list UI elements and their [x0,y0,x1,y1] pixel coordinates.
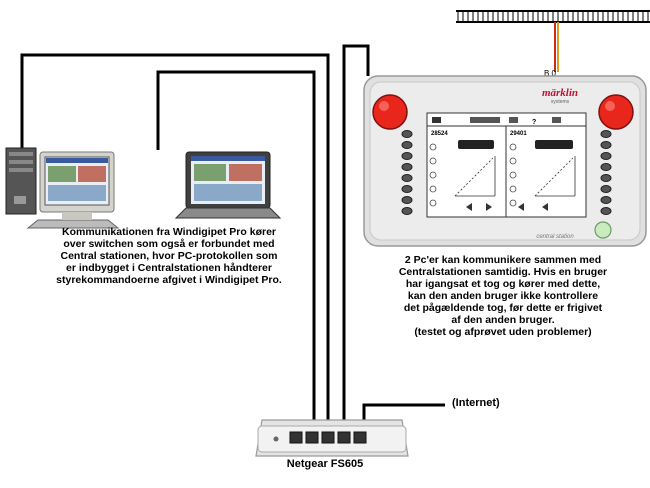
switch-label: Netgear FS605 [286,458,364,470]
right-caption-line: (testet og afprøvet uden problemer) [414,326,592,338]
left-caption-line: over switchen som også er forbundet med [63,238,275,250]
svg-text:?: ? [532,119,536,126]
track-terminal-labels: B 0 [544,69,557,78]
stop-button-right[interactable] [598,94,634,130]
right-caption-line: Centralstationen samtidig. Hvis en bruge… [398,266,608,278]
marklin-logo: märklin [542,87,578,99]
left-caption-line: Central stationen, hvor PC-protokollen s… [60,250,278,262]
function-button[interactable] [600,185,612,193]
left-caption-line: styrekommandoerne afgivet i Windigipet P… [56,274,282,286]
right-caption-line: har igangsat et tog og kører med dette, [405,278,601,290]
function-button[interactable] [401,207,413,215]
function-button[interactable] [600,207,612,215]
right-caption-line: kan den anden bruger ikke kontrollere [407,290,599,302]
cable-laptop [156,70,316,432]
network-switch-icon [255,419,409,457]
central-station-icon: märklin systems ? 28524 29401 [363,75,647,247]
function-button[interactable] [401,152,413,160]
function-button[interactable] [600,130,612,138]
cable-central-station [342,44,370,432]
function-button[interactable] [401,185,413,193]
right-caption-line: 2 Pc'er kan kommunikere sammen med [404,254,602,266]
loco-id-left: 28524 [431,131,448,137]
function-button[interactable] [600,152,612,160]
function-button[interactable] [401,196,413,204]
function-button[interactable] [600,196,612,204]
left-caption: Kommunikationen fra Windigipet Pro kører… [4,226,334,286]
function-button[interactable] [401,141,413,149]
laptop-icon [174,151,282,219]
function-button[interactable] [600,141,612,149]
function-button[interactable] [401,130,413,138]
go-button[interactable] [594,221,612,239]
right-caption-line: det pågældende tog, før dette er frigive… [403,302,603,314]
central-station-label: central station [536,234,574,240]
network-cables [20,44,445,432]
switch-port [337,431,351,444]
marklin-sub: systems [551,99,570,105]
right-caption-line: af den anden bruger. [451,314,555,326]
left-caption-line: er indbygget i Centralstationen håndtere… [66,262,272,274]
left-caption-line: Kommunikationen fra Windigipet Pro kører [61,226,276,238]
function-button[interactable] [600,163,612,171]
function-button[interactable] [401,174,413,182]
desktop-pc-icon [5,147,120,229]
loco-id-right: 29401 [510,131,527,137]
cable-desktop-pc [20,53,330,432]
switch-port [353,431,367,444]
track-feed-wires [554,22,559,72]
internet-label: (Internet) [452,397,500,409]
rail-track-icon [456,10,650,23]
function-button[interactable] [401,163,413,171]
switch-port [289,431,303,444]
switch-port [321,431,335,444]
function-button[interactable] [600,174,612,182]
switch-port [305,431,319,444]
stop-button-left[interactable] [372,94,408,130]
